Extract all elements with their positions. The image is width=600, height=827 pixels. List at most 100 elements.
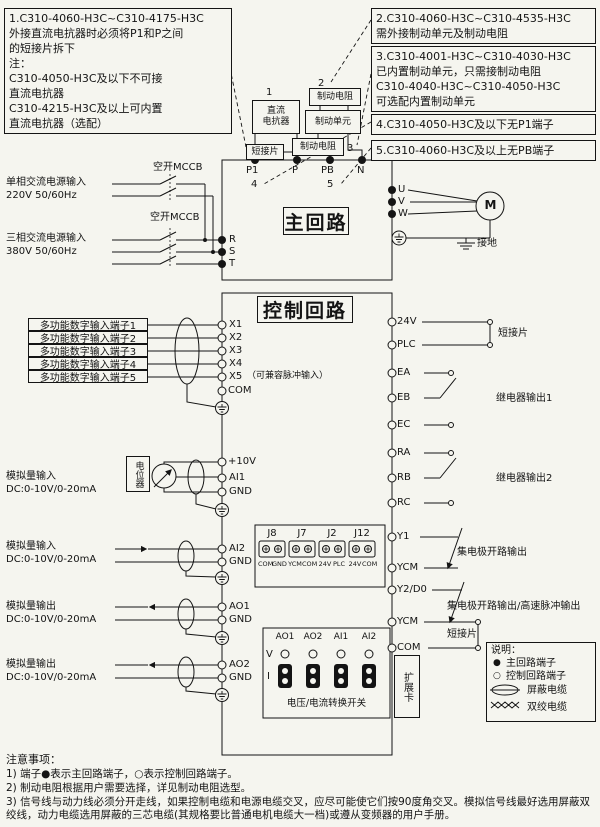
terminal-label-10v: +10V (228, 456, 256, 467)
legend-box (486, 642, 596, 722)
right-output-wires (420, 321, 491, 649)
terminal-label-rb: RB (397, 472, 411, 483)
analog-input-1-label: 模拟量输入 DC:0-10V/0-20mA (6, 471, 97, 495)
power-input-wires (112, 175, 222, 265)
control-circuit-terminals (217, 317, 493, 683)
terminal-label-x1: X1 (229, 319, 243, 330)
terminal-label-x2: X2 (229, 332, 243, 343)
terminal-label-x4: X4 (229, 358, 243, 369)
jumper-header-j2: J2 (327, 528, 337, 539)
control-circuit-title: 控制回路 (257, 296, 353, 323)
potentiometer-label-box: 电位器 (126, 456, 150, 492)
terminal-label-ao1: AO1 (229, 601, 250, 612)
potentiometer-symbol (151, 463, 177, 489)
legend-twisted-cable-label: 双绞电缆 (527, 702, 567, 713)
brake-unit-box: 制动单元 (305, 110, 361, 134)
twisted-cable-legend-icon (490, 701, 520, 709)
digital-input-box-4: 多功能数字输入端子4 (28, 357, 148, 371)
vi-voltage-label: V (266, 649, 273, 660)
potentiometer-arrow (153, 469, 172, 488)
terminal-label-gnd-2: GND (229, 556, 252, 567)
vi-header-ai1: AI1 (333, 632, 349, 642)
control-terminal-bullet-icon: ○ (493, 671, 501, 681)
digital-input-box-1: 多功能数字输入端子1 (28, 318, 148, 332)
footer-note-2: 2) 制动电阻根据用户需要选择，详见制动电阻选型。 (6, 782, 252, 794)
terminal-label-y1: Y1 (397, 531, 410, 542)
terminal-label-gnd-4: GND (229, 672, 252, 683)
terminal-label-com-right: COM (397, 642, 421, 653)
terminal-label-s: S (229, 246, 236, 257)
note-box-3: 3.C310-4001-H3C~C310-4030-H3C 已内置制动单元，只需… (371, 46, 596, 112)
terminal-label-n: N (357, 165, 365, 176)
note-box-5: 5.C310-4060-H3C及以上无PB端子 (371, 140, 596, 161)
note-box-1: 1.C310-4060-H3C~C310-4175-H3C 外接直流电抗器时必须… (4, 8, 232, 134)
terminal-label-ai2: AI2 (229, 543, 246, 554)
relay-output-1-label: 继电器输出1 (496, 393, 553, 404)
shield-cable-symbol-ao1 (177, 598, 195, 630)
dc-reactor-box: 直流 电抗器 (252, 100, 300, 134)
terminal-label-u: U (398, 184, 406, 195)
analog-output-2-label: 模拟量输出 DC:0-10V/0-20mA (6, 659, 97, 683)
jumper-header-j8: J8 (267, 528, 277, 539)
analog-output-1-label: 模拟量输出 DC:0-10V/0-20mA (6, 601, 97, 625)
terminal-label-gnd-3: GND (229, 614, 252, 625)
jumper-pin-label: PLC (332, 560, 346, 568)
x5-pulse-note: （可兼容脉冲输入） (247, 371, 329, 381)
mccb-label-1: 空开MCCB (153, 162, 203, 173)
footer-title: 注意事项： (6, 753, 61, 766)
digital-input-box-2: 多功能数字输入端子2 (28, 331, 148, 345)
jumper-pin-label: COM (258, 560, 274, 568)
open-collector-symbol-2 (448, 581, 465, 624)
note-box-4: 4.C310-4050-H3C及以下无P1端子 (371, 114, 596, 135)
ai1-wires (163, 461, 218, 510)
terminal-label-ec: EC (397, 419, 411, 430)
terminal-label-p1: P1 (246, 165, 259, 176)
shield-cable-symbol-ao2 (177, 656, 195, 688)
ground-terminals (215, 230, 407, 702)
terminal-label-ycm-1: YCM (397, 562, 419, 573)
relay-output-2-label: 继电器输出2 (496, 473, 553, 484)
expansion-card-box: 扩展卡 (394, 655, 420, 718)
ao1-wires (115, 606, 218, 638)
jumper-pin-label: COM (302, 560, 318, 568)
analog-input-2-label: 模拟量输入 DC:0-10V/0-20mA (6, 541, 97, 565)
terminal-label-pb: PB (321, 165, 334, 176)
terminal-label-x3: X3 (229, 345, 243, 356)
legend-control-terminal-label: 控制回路端子 (506, 671, 566, 682)
ref-number-1: 1 (266, 87, 273, 98)
terminal-label-x5: X5 (229, 371, 243, 382)
ref-number-2: 2 (318, 78, 325, 89)
jumper-pin-label: COM (362, 560, 378, 568)
motor-symbol (475, 191, 505, 221)
jumper-pin-label: GND (272, 560, 287, 568)
ai2-wires (115, 548, 218, 578)
main-circuit-title: 主回路 (283, 207, 349, 235)
vi-header-ao1: AO1 (275, 632, 295, 642)
three-phase-label: 三相交流电源输入 380V 50/60Hz (6, 233, 86, 257)
jumper-label-2: 短接片 (447, 629, 477, 640)
legend-title: 说明： (491, 645, 521, 656)
vi-header-ai2: AI2 (361, 632, 377, 642)
jumper-strip-box: 短接片 (246, 144, 284, 160)
motor-letter: M (484, 198, 497, 212)
shield-cable-symbol-ai2 (177, 540, 195, 572)
terminal-label-ra: RA (397, 447, 411, 458)
shield-cable-symbol-ai1 (187, 459, 205, 495)
terminal-label-ycm-2: YCM (397, 616, 419, 627)
terminal-label-eb: EB (397, 392, 411, 403)
vi-switch-graphics (262, 627, 391, 719)
footer-note-3: 3) 信号线与动力线必须分开走线，如果控制电缆和电源电缆交叉，应尽可能使它们按9… (6, 796, 590, 821)
terminal-label-rc: RC (397, 497, 411, 508)
jumper-block-graphics (254, 524, 386, 588)
open-collector-2-label: 集电极开路输出/高速脉冲输出 (447, 601, 581, 612)
ref-number-5: 5 (327, 179, 334, 190)
terminal-label-v: V (398, 196, 405, 207)
terminal-label-y2d0: Y2/D0 (397, 584, 427, 595)
ref-number-3: 3 (347, 143, 354, 154)
single-phase-label: 单相交流电源输入 220V 50/60Hz (6, 177, 86, 201)
brake-resistor-box-2: 制动电阻 (292, 138, 344, 156)
terminal-label-gnd-1: GND (229, 486, 252, 497)
digital-input-box-3: 多功能数字输入端子3 (28, 344, 148, 358)
jumper-pin-label: YCM (288, 560, 302, 568)
